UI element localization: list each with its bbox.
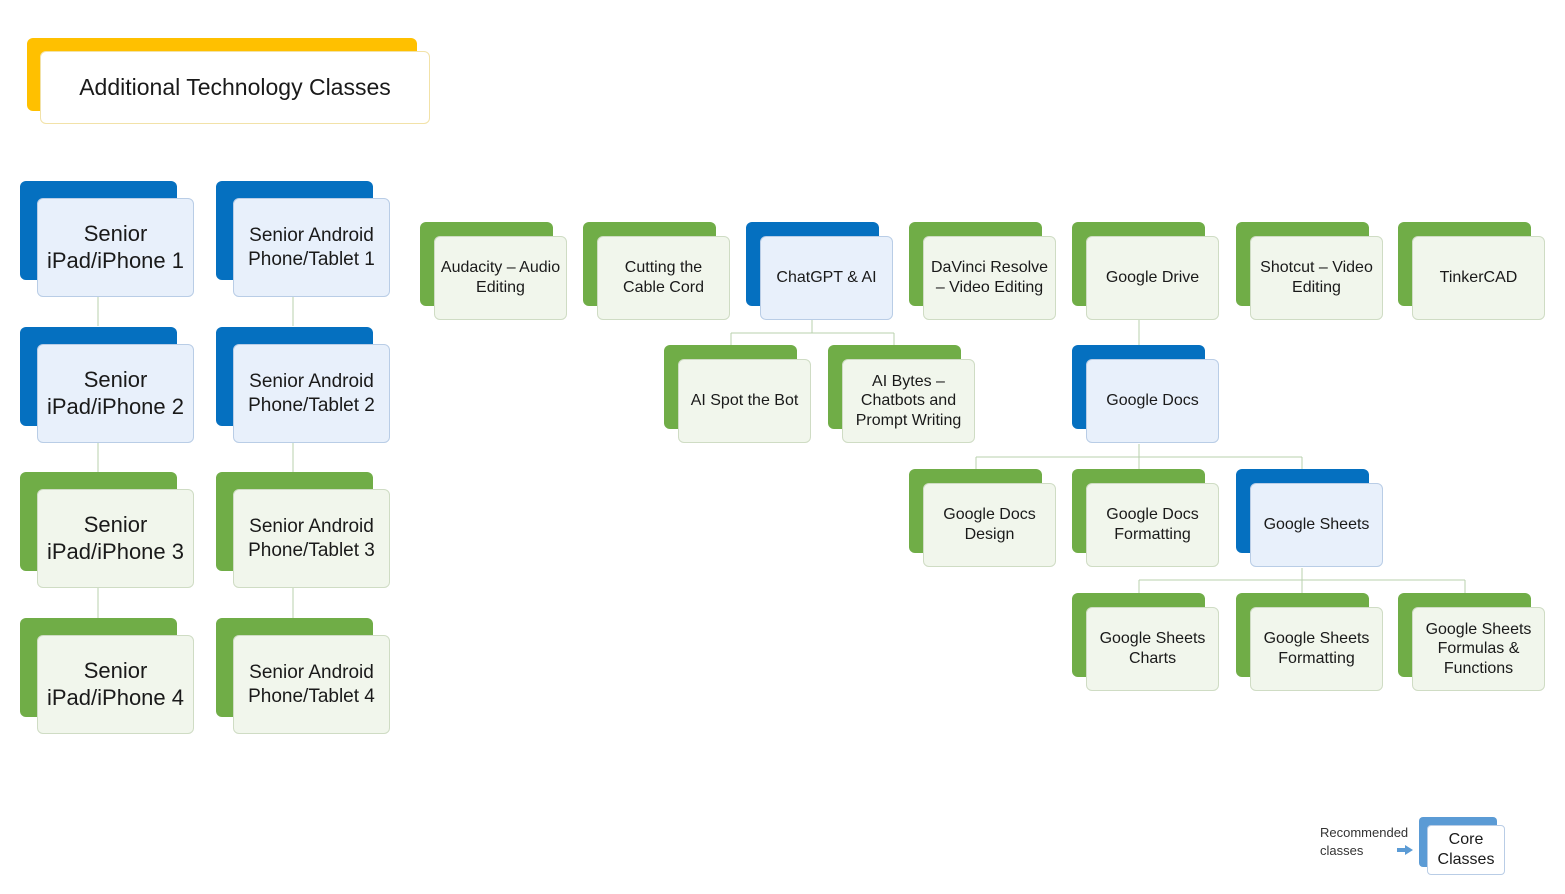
class-label: AI Spot the Bot (678, 359, 811, 443)
class-label: Senior Android Phone/Tablet 3 (233, 489, 390, 588)
class-label: AI Bytes – Chatbots and Prompt Writing (842, 359, 975, 443)
class-label: Google Sheets (1250, 483, 1383, 567)
legend-recommended-line2: classes (1320, 843, 1364, 859)
class-label: Google Sheets Formatting (1250, 607, 1383, 691)
class-label: Senior iPad/iPhone 1 (37, 198, 194, 297)
class-label: Audacity – Audio Editing (434, 236, 567, 320)
class-label: Cutting the Cable Cord (597, 236, 730, 320)
class-label: ChatGPT & AI (760, 236, 893, 320)
class-label: Google Docs (1086, 359, 1219, 443)
legend-arrow-icon (1397, 845, 1413, 855)
class-label: Google Docs Design (923, 483, 1056, 567)
legend-core-label: Core Classes (1427, 825, 1505, 875)
page-title: Additional Technology Classes (40, 51, 430, 124)
class-label: Google Sheets Charts (1086, 607, 1219, 691)
class-label: Senior Android Phone/Tablet 1 (233, 198, 390, 297)
class-label: Google Sheets Formulas & Functions (1412, 607, 1545, 691)
class-label: Senior Android Phone/Tablet 2 (233, 344, 390, 443)
class-label: Senior iPad/iPhone 3 (37, 489, 194, 588)
legend-recommended-line1: Recommended (1320, 825, 1409, 840)
class-label: TinkerCAD (1412, 236, 1545, 320)
legend-recommended-text: Recommended classes (1320, 824, 1408, 860)
class-label: Google Drive (1086, 236, 1219, 320)
class-label: Google Docs Formatting (1086, 483, 1219, 567)
class-label: Senior iPad/iPhone 2 (37, 344, 194, 443)
class-label: DaVinci Resolve – Video Editing (923, 236, 1056, 320)
class-label: Senior iPad/iPhone 4 (37, 635, 194, 734)
class-label: Senior Android Phone/Tablet 4 (233, 635, 390, 734)
class-label: Shotcut – Video Editing (1250, 236, 1383, 320)
